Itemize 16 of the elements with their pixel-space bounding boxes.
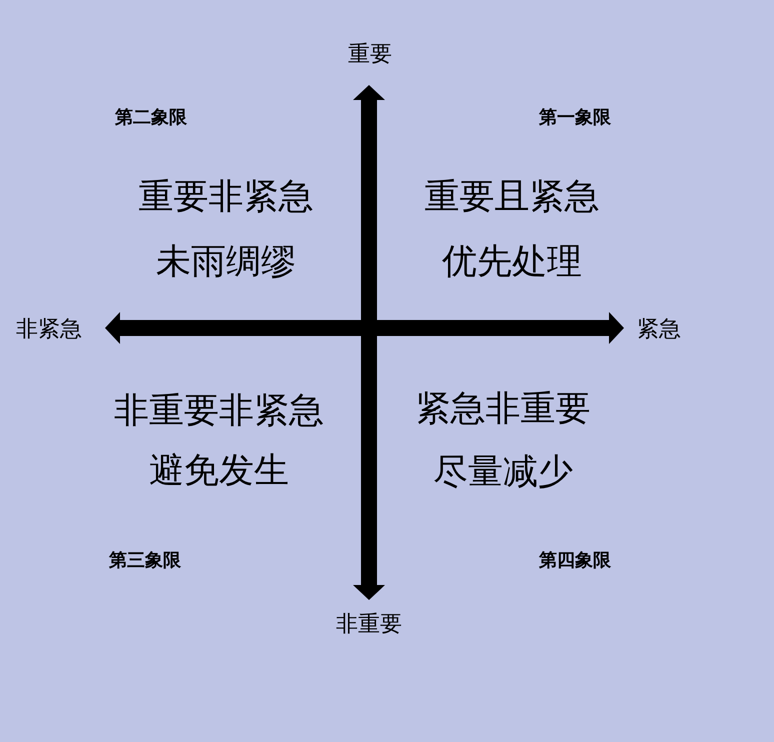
action-text: 未雨绸缪	[156, 242, 296, 282]
action-text: 避免发生	[149, 452, 289, 490]
quadrant-heading: 非重要非紧急	[114, 392, 324, 430]
quadrant-heading: 重要非紧急	[138, 178, 314, 216]
action-text: 优先处理	[442, 242, 582, 282]
quadrant-label: 第三象限	[109, 551, 181, 571]
axis-label: 紧急	[637, 318, 681, 342]
quadrant-label: 第四象限	[539, 551, 611, 571]
quadrant-label: 第二象限	[115, 108, 187, 128]
action-text: 尽量减少	[433, 452, 573, 492]
axis-label: 非重要	[336, 612, 402, 638]
quadrant-heading: 重要且紧急	[424, 178, 600, 216]
quadrant-label: 第一象限	[539, 108, 611, 128]
axis-label: 重要	[348, 42, 392, 68]
axis-label: 非紧急	[16, 318, 82, 342]
quadrant-heading: 紧急非重要	[416, 390, 590, 428]
